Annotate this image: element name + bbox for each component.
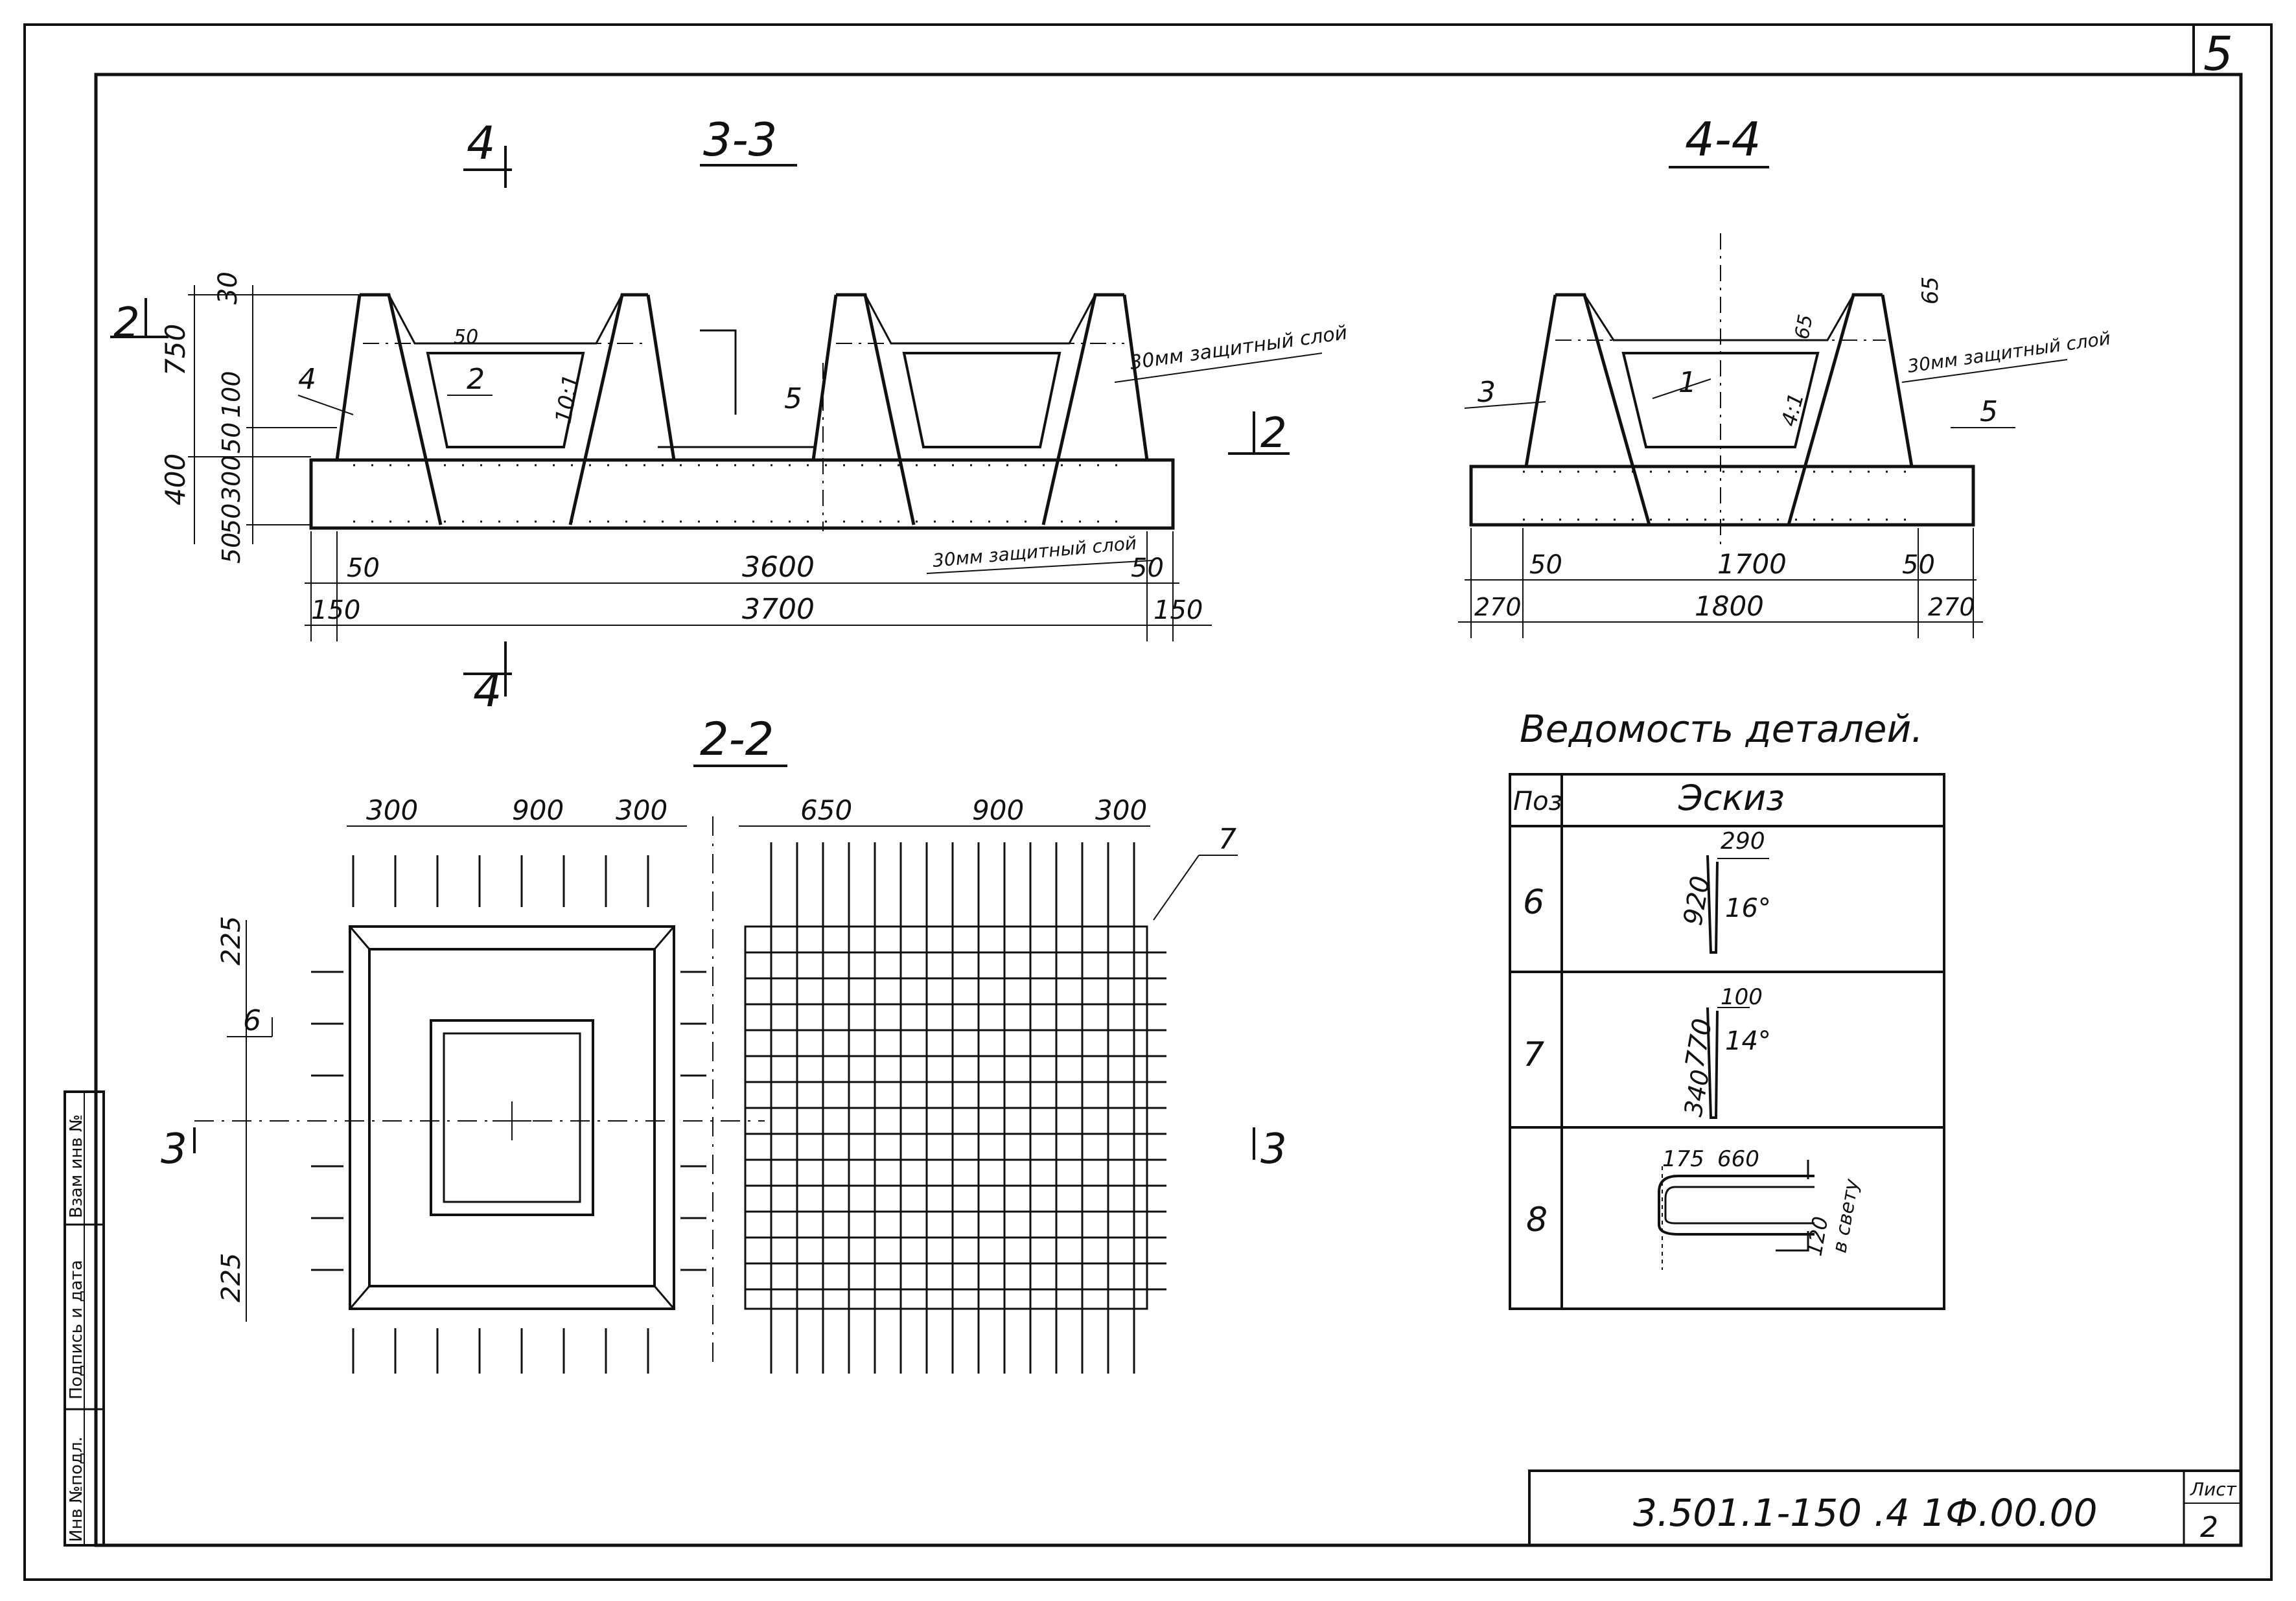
outer-border xyxy=(23,23,2273,1581)
stamp-signature-date: Подпись и дата xyxy=(67,1260,86,1399)
sheet-label: Лист xyxy=(2190,1479,2237,1500)
dim-33-bot-3600: 3600 xyxy=(742,551,815,584)
row-7-d1: 770 xyxy=(1680,1017,1719,1070)
sheet-corner-number: 5 xyxy=(2203,27,2233,81)
schedule-col-pos: Поз xyxy=(1513,787,1562,816)
row-8-d1: 175 xyxy=(1662,1146,1704,1172)
row-8-pos: 8 xyxy=(1526,1201,1548,1239)
schedule-col-sketch: Эскиз xyxy=(1678,777,1785,818)
dim-22-225b: 225 xyxy=(216,1253,246,1302)
dim-44-bot-50r: 50 xyxy=(1902,550,1935,580)
left-rebar-lines xyxy=(311,855,706,1374)
row-8-note: в свету xyxy=(1828,1177,1864,1255)
dim-33-bot-3700: 3700 xyxy=(742,593,815,626)
dim-33-inner-50: 50 xyxy=(454,326,478,349)
section-2-2-title: 2-2 xyxy=(700,713,774,766)
section-mark-3-right: 3 xyxy=(1260,1125,1287,1173)
section-4-4: 4-4 65 65 4:1 30мм защитный слой 3 1 5 5… xyxy=(1458,112,2112,638)
section-mark-2-left: 2 xyxy=(113,299,140,347)
dim-22-300b: 300 xyxy=(616,794,667,826)
cover-33-upper: 30мм защитный слой xyxy=(1128,321,1349,374)
dim-22-300a: 300 xyxy=(366,794,418,826)
parts-schedule: Ведомость деталей. Поз Эскиз 6 920 290 1… xyxy=(1509,707,1945,1310)
pos-4-33: 4 xyxy=(298,363,316,396)
dim-44-bot-1800: 1800 xyxy=(1695,590,1764,622)
pos-6-22: 6 xyxy=(243,1004,261,1037)
row-6-pos: 6 xyxy=(1523,883,1544,922)
dim-33-50c: 50 xyxy=(217,533,246,564)
schedule-title: Ведомость деталей. xyxy=(1520,707,1923,751)
dim-22-650: 650 xyxy=(800,794,852,826)
pos-1-44: 1 xyxy=(1678,366,1697,399)
dim-44-bot-50l: 50 xyxy=(1529,550,1562,580)
title-block: 3.501.1-150 .4 1Ф.00.00 Лист 2 xyxy=(1528,1469,2242,1547)
section-mark-3-left: 3 xyxy=(161,1125,187,1173)
dim-33-750: 750 xyxy=(159,324,191,376)
dim-33-50b: 50 xyxy=(217,503,246,535)
dim-44-bot-270l: 270 xyxy=(1474,593,1522,621)
dim-22-225a: 225 xyxy=(216,916,246,965)
dim-22-300c: 300 xyxy=(1095,794,1147,826)
pos-3-44: 3 xyxy=(1478,376,1496,409)
dim-33-bot-50r: 50 xyxy=(1131,553,1164,583)
dim-33-bot-150l: 150 xyxy=(311,595,360,625)
slope-33: 10:1 xyxy=(550,372,585,425)
drawing-code: 3.501.1-150 .4 1Ф.00.00 xyxy=(1633,1491,2098,1535)
row-6-angle: 16° xyxy=(1725,893,1771,923)
dim-44-65: 65 xyxy=(1918,277,1943,305)
dim-33-50a: 50 xyxy=(217,422,246,454)
cover-33-lower: 30мм защитный слой xyxy=(932,533,1138,571)
dim-22-900a: 900 xyxy=(512,794,564,826)
inner-frame xyxy=(94,73,2243,1547)
row-7-pos: 7 xyxy=(1523,1035,1544,1074)
section-mark-4-top: 4 xyxy=(467,117,496,170)
section-4-4-title: 4-4 xyxy=(1685,112,1761,167)
section-2-2: 2-2 3 3 xyxy=(161,713,1287,1374)
stamp-vzam-inv: Взам инв № xyxy=(67,1114,86,1218)
dim-33-top-30: 30 xyxy=(213,271,243,305)
dim-22-900b: 900 xyxy=(972,794,1024,826)
section-mark-2-right: 2 xyxy=(1260,409,1287,457)
pos-5-33: 5 xyxy=(784,382,802,415)
row-8-d3: 120 xyxy=(1802,1215,1833,1258)
dim-33-bot-50l: 50 xyxy=(347,553,380,583)
section-3-3: 3-3 4 4 2 2 xyxy=(110,113,1349,717)
dim-44-bot-1700: 1700 xyxy=(1717,548,1787,580)
dim-44-bot-270r: 270 xyxy=(1928,593,1975,621)
side-stamp: Инв №подл. Подпись и дата Взам инв № xyxy=(64,1090,105,1547)
row-7-angle: 14° xyxy=(1725,1026,1771,1056)
pos-5-44: 5 xyxy=(1980,395,1998,428)
cover-44: 30мм защитный слой xyxy=(1906,327,2111,377)
slope-44: 4:1 xyxy=(1776,390,1809,429)
pos-2-33: 2 xyxy=(467,363,485,396)
dim-33-100: 100 xyxy=(217,371,246,418)
row-7-d2: 100 xyxy=(1721,984,1763,1010)
dim-33-bot-150r: 150 xyxy=(1154,595,1203,625)
stamp-inv-podl: Инв №подл. xyxy=(67,1436,86,1542)
row-6-d2: 290 xyxy=(1721,828,1765,855)
section-3-3-title: 3-3 xyxy=(703,113,777,167)
pos-7-22: 7 xyxy=(1218,823,1236,856)
section-mark-4-bottom: 4 xyxy=(473,664,502,717)
dim-33-400: 400 xyxy=(159,454,191,505)
right-mesh xyxy=(744,842,1166,1374)
dim-33-300: 300 xyxy=(217,455,246,502)
row-8-d2: 660 xyxy=(1717,1146,1759,1172)
sheet-number: 2 xyxy=(2200,1511,2218,1544)
dim-44-65b: 65 xyxy=(1791,313,1817,341)
